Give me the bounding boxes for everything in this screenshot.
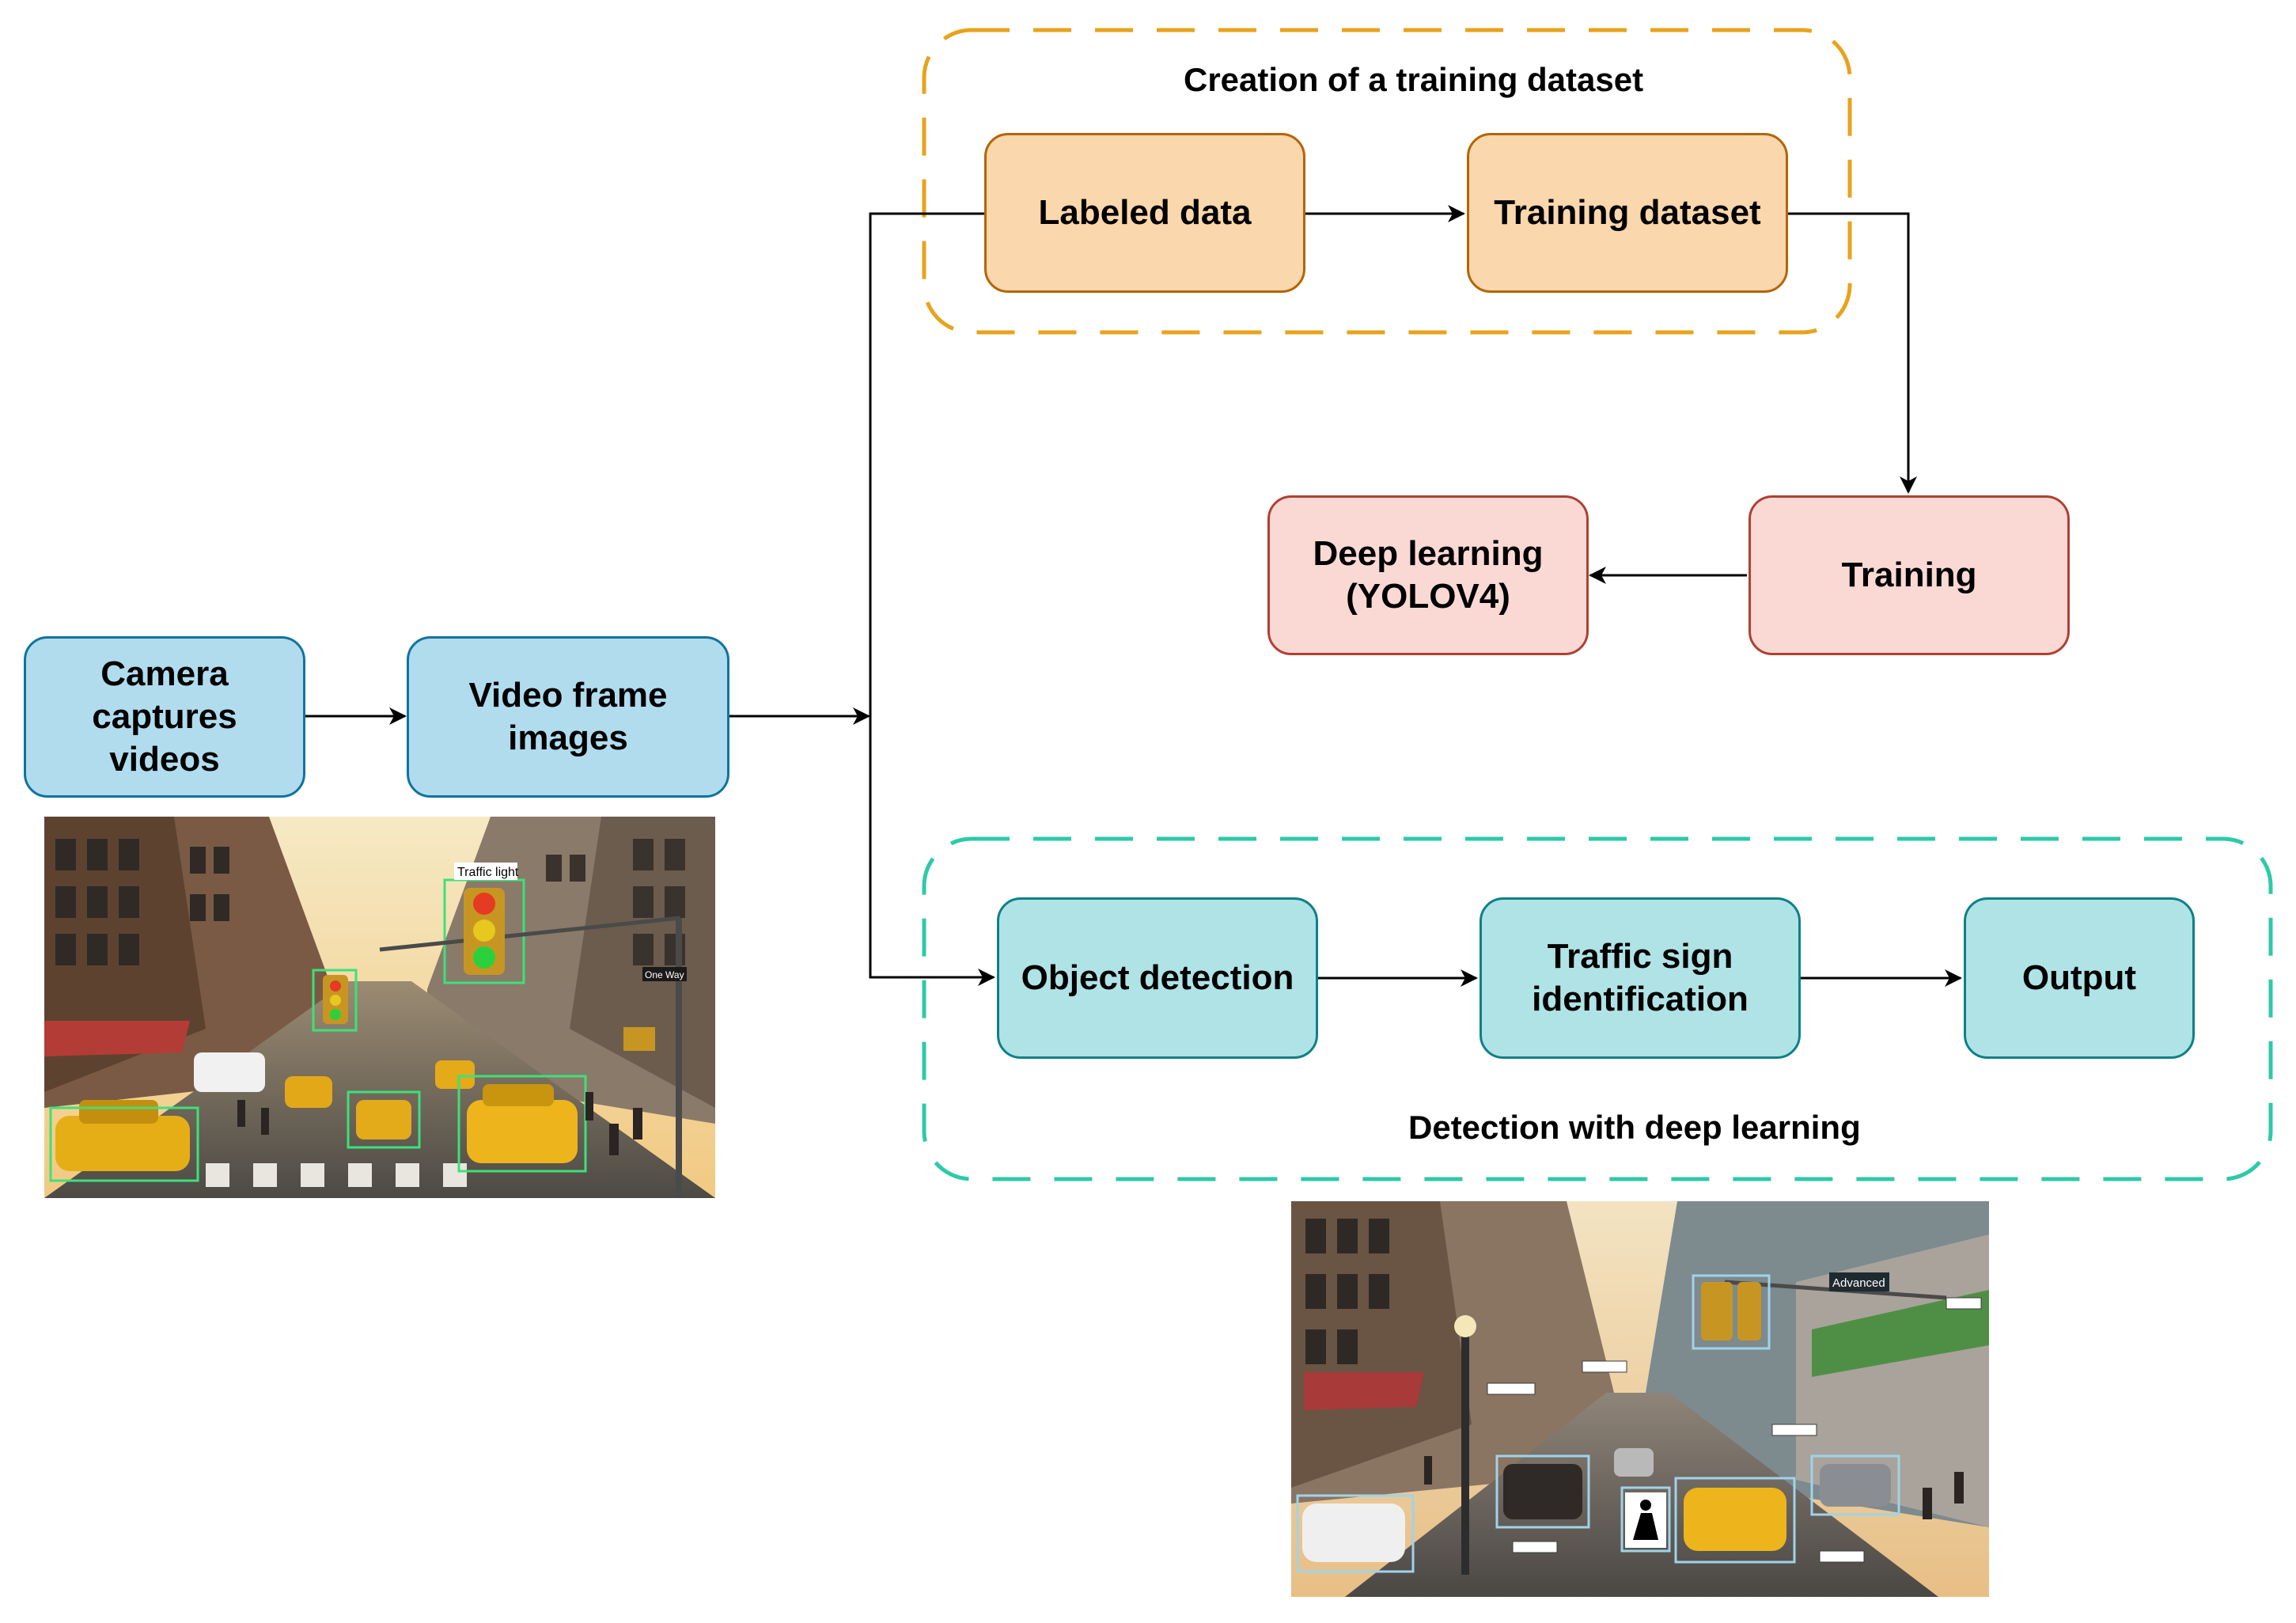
- edges: [305, 205, 1962, 987]
- edge-split-to-labeled-data: [869, 212, 984, 716]
- node-output[interactable]: Output: [1964, 897, 2195, 1059]
- node-object-detection[interactable]: Object detection: [997, 897, 1318, 1059]
- node-labeled-data[interactable]: Labeled data: [984, 133, 1305, 293]
- input-street-photo: Traffic light One Way: [44, 817, 715, 1198]
- input-photo-label-traffic-light: Traffic light: [457, 866, 519, 879]
- output-street-photo: Advanced: [1291, 1201, 1989, 1597]
- output-photo-label-advanced: Advanced: [1832, 1276, 1885, 1290]
- node-traffic-sign-identification[interactable]: Traffic sign identification: [1480, 897, 1801, 1059]
- node-camera-captures-videos[interactable]: Camera captures videos: [24, 636, 305, 798]
- node-video-frame-images[interactable]: Video frame images: [407, 636, 729, 798]
- node-training-dataset[interactable]: Training dataset: [1467, 133, 1788, 293]
- detection-group-container: [922, 836, 2273, 1181]
- node-training[interactable]: Training: [1749, 495, 2070, 655]
- edge-training-dataset-to-training: [1788, 212, 1917, 494]
- detection-group-title: Detection with deep learning: [1408, 1109, 1861, 1146]
- edge-split-to-object-detection: [869, 716, 995, 986]
- training-group-title: Creation of a training dataset: [1184, 61, 1644, 98]
- training-group-container: [922, 28, 1852, 335]
- input-photo-label-street-sign: One Way: [645, 969, 684, 980]
- node-deep-learning-yolov4[interactable]: Deep learning (YOLOV4): [1267, 495, 1589, 655]
